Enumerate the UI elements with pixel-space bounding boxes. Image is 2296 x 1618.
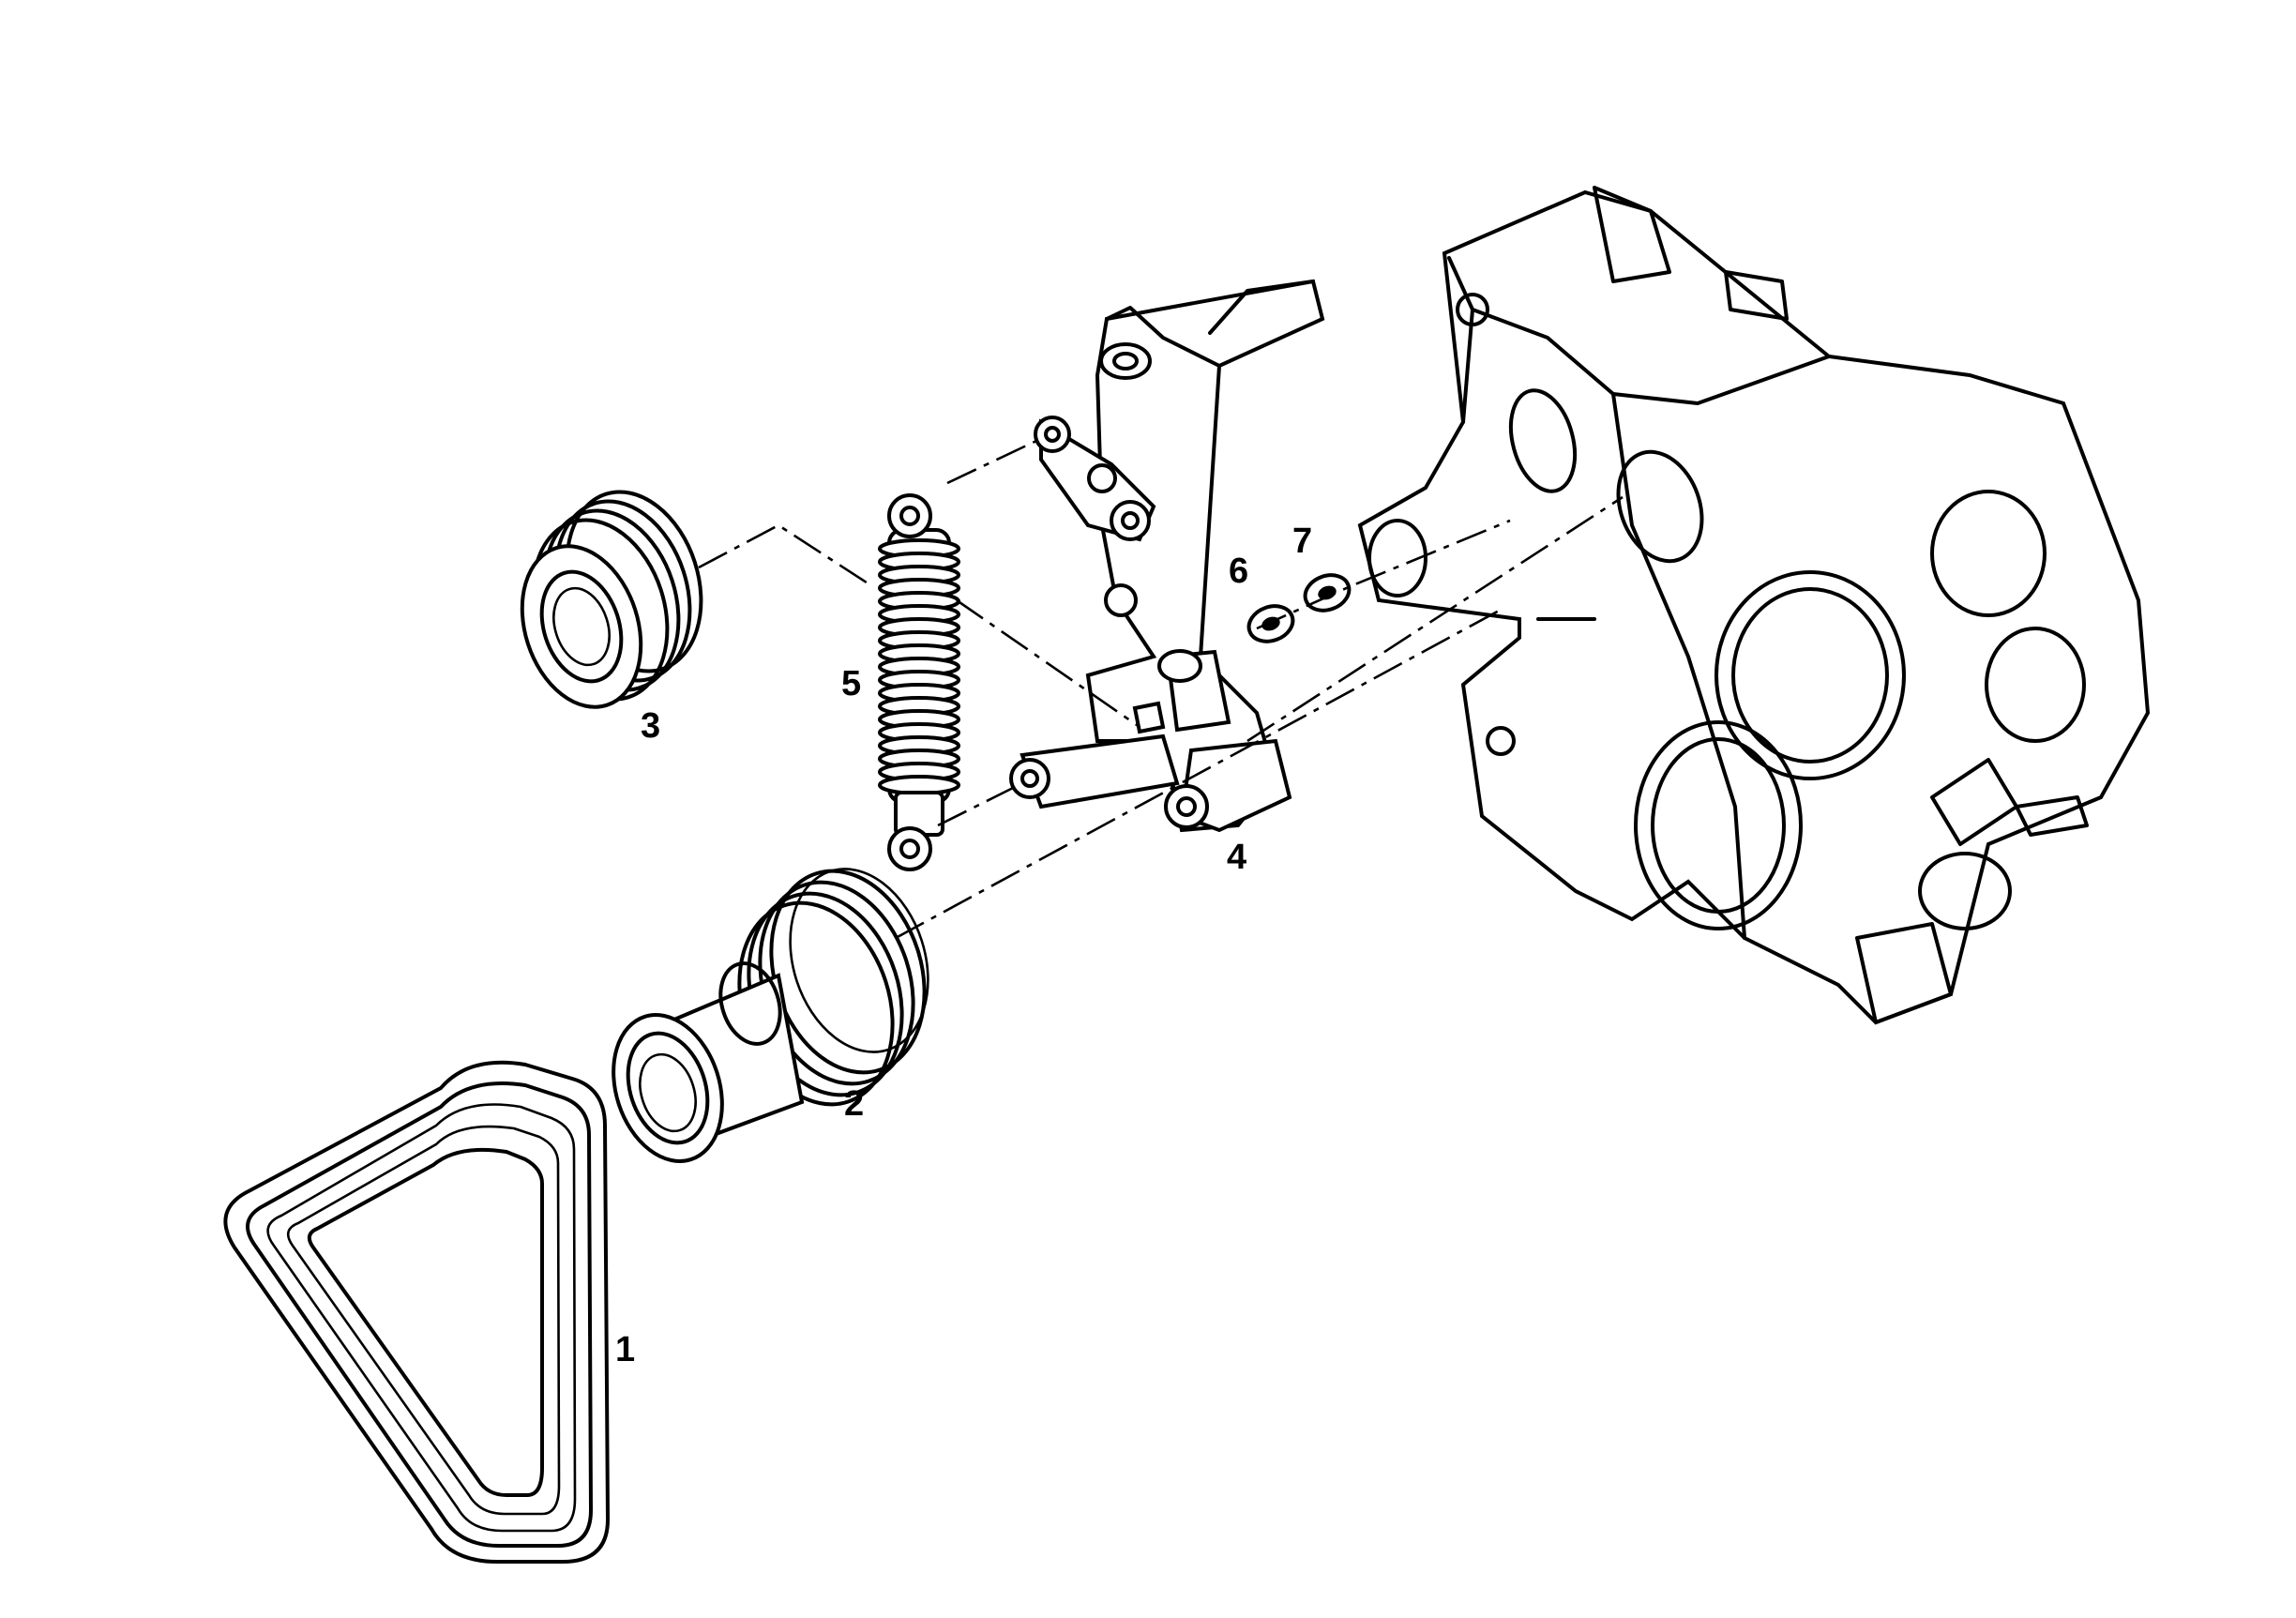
callout-3: 3: [641, 706, 661, 746]
idler-pulley-part-3: [520, 490, 703, 709]
washer-part-6: [1246, 604, 1295, 643]
callout-5: 5: [841, 664, 862, 703]
tensioner-bracket-part-4: [1009, 279, 1325, 833]
belt-part-1: [223, 1060, 610, 1564]
callout-2: 2: [844, 1084, 865, 1124]
engine-front-housing: [1357, 186, 2151, 1025]
crank-pulley-part-2: [612, 868, 929, 1163]
washer-part-7: [1303, 573, 1352, 612]
callout-6: 6: [1229, 552, 1249, 591]
assembly-lines: [698, 439, 1624, 940]
callout-7: 7: [1292, 522, 1313, 561]
callout-4: 4: [1227, 838, 1247, 877]
damper-part-5: [878, 493, 960, 871]
callout-1: 1: [615, 1330, 636, 1369]
